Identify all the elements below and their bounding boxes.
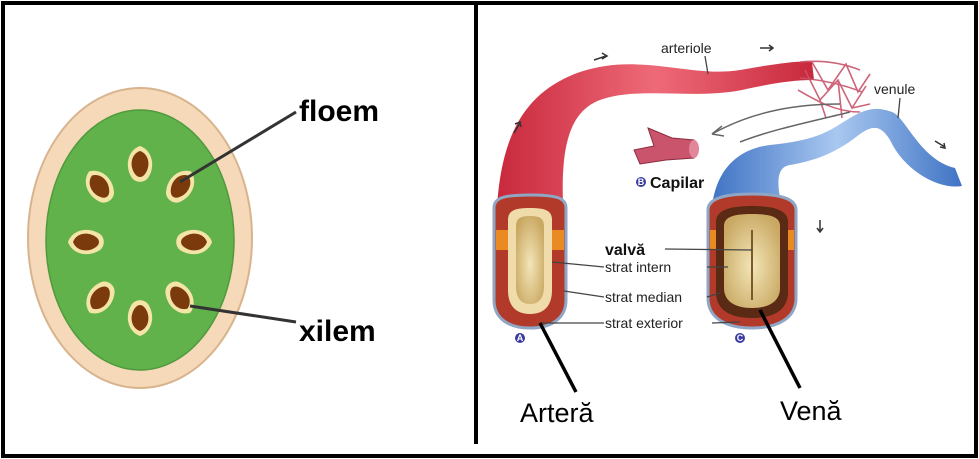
marker-b-letter: B <box>638 177 645 187</box>
label-artera: Arteră <box>520 398 595 428</box>
vein-cross-section <box>708 194 796 328</box>
label-xilem: xilem <box>299 315 376 348</box>
label-capilar: Capilar <box>650 175 704 192</box>
label-vena: Venă <box>780 396 843 426</box>
label-strat-median: strat median <box>605 289 682 305</box>
label-valva: valvă <box>605 242 645 259</box>
label-arteriole: arteriole <box>661 40 712 56</box>
marker-a-letter: A <box>517 333 524 343</box>
label-strat-intern: strat intern <box>605 259 671 275</box>
label-venule: venule <box>874 81 915 97</box>
marker-c-letter: C <box>737 333 744 343</box>
label-strat-exterior: strat exterior <box>605 315 683 331</box>
label-floem: floem <box>299 95 379 128</box>
artery-cross-section <box>494 195 566 328</box>
stem-cross-section <box>28 88 252 388</box>
